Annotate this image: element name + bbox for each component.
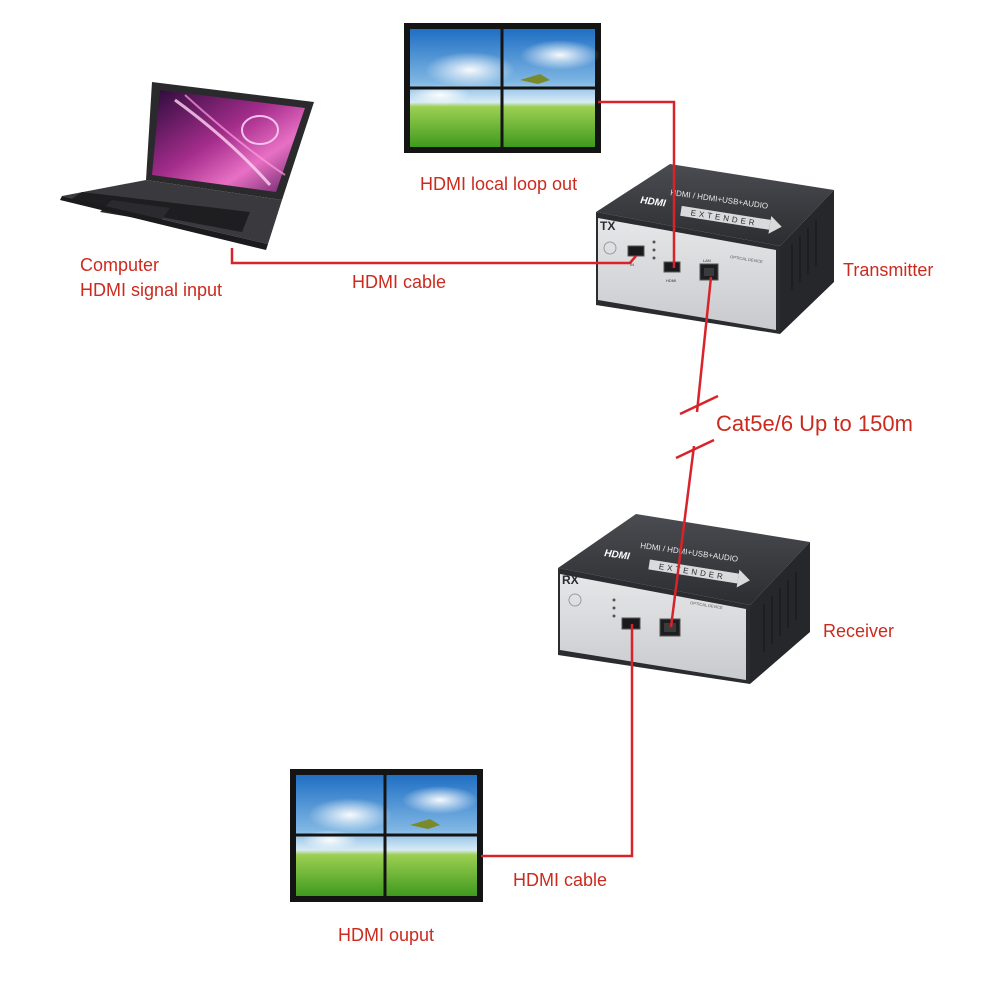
rx-optical-text: OPTICAL DEVICE — [690, 600, 724, 610]
cable-break-mark-lower — [675, 438, 715, 460]
cat-cable-upper — [695, 276, 713, 413]
tx-port-in-label: IN — [630, 262, 634, 267]
tx-hdmi-out-port — [663, 261, 681, 273]
rx-brand: HDMI — [604, 548, 631, 562]
rx-tag: RX — [562, 573, 579, 587]
hdmi-cable-computer-to-tx — [230, 248, 637, 265]
tx-port-out-label: HDMI — [666, 278, 676, 283]
tx-tag: TX — [600, 219, 615, 233]
hdmi-cable-rx-to-monitor — [481, 624, 634, 858]
cables — [230, 100, 719, 858]
computer-label-line2: HDMI signal input — [80, 280, 223, 300]
video-wall-top — [404, 23, 601, 153]
cat5-distance-label: Cat5e/6 Up to 150m — [716, 411, 913, 436]
hdmi-output-label: HDMI ouput — [338, 925, 435, 945]
tx-port-lan-label: LAN — [703, 258, 711, 263]
local-loop-label: HDMI local loop out — [420, 174, 578, 194]
laptop-computer — [60, 82, 314, 250]
cable-break-mark-upper — [679, 394, 719, 416]
video-wall-bottom — [290, 769, 483, 902]
computer-label-line1: Computer — [80, 255, 160, 275]
cat-cable-lower — [669, 445, 696, 628]
tx-optical-text: OPTICAL DEVICE — [730, 254, 764, 264]
transmitter-device: HDMI / HDMI+USB+AUDIO HDMI EXTENDER TX O… — [596, 164, 834, 334]
hdmi-cable-top-label: HDMI cable — [352, 272, 447, 292]
hdmi-cable-bottom-label: HDMI cable — [513, 870, 608, 890]
transmitter-label: Transmitter — [843, 260, 934, 280]
tx-hdmi-in-port — [627, 245, 645, 257]
hdmi-loop-cable — [598, 100, 676, 268]
receiver-label: Receiver — [823, 621, 895, 641]
tx-brand: HDMI — [640, 195, 667, 209]
receiver-device: HDMI / HDMI+USB+AUDIO HDMI EXTENDER RX O… — [558, 514, 810, 684]
